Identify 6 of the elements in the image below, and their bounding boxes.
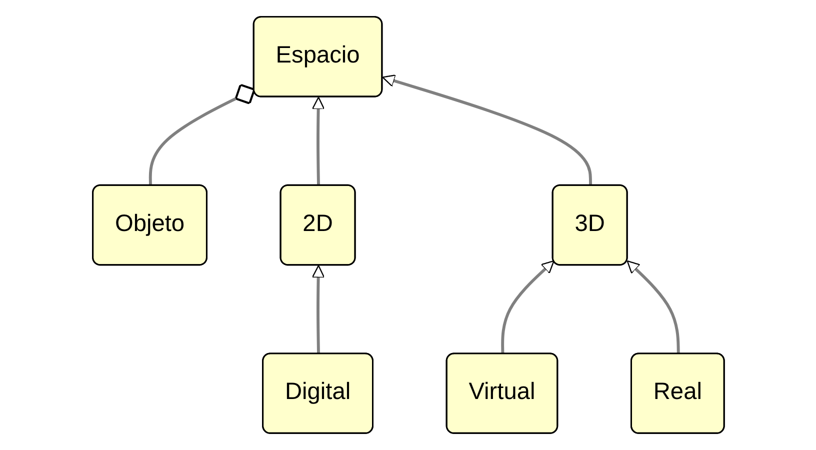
arrow xyxy=(626,260,680,354)
arrow xyxy=(311,96,324,186)
arrow xyxy=(311,265,324,354)
arrow xyxy=(500,260,554,354)
arrow xyxy=(382,74,592,186)
connector xyxy=(148,84,255,186)
